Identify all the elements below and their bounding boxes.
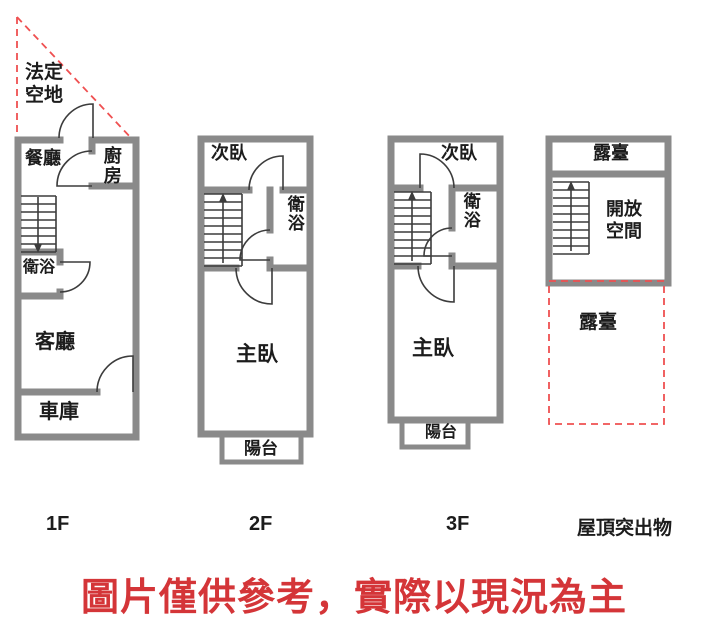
- room-label-balcony-2f: 陽台: [244, 439, 278, 458]
- room-label-second-bedroom-3f: 次臥: [441, 143, 477, 163]
- room-label-rear-terrace-roof: 露臺: [579, 312, 618, 333]
- room-label-open-space-roof: 開放空間: [606, 199, 642, 241]
- entrance-door-icon: [58, 103, 94, 139]
- room-label-garage-1f: 車庫: [39, 401, 79, 423]
- wall-balcony-3f: [399, 417, 471, 450]
- wall-outline-2f: [197, 135, 314, 438]
- master-door-icon-3f: [417, 265, 455, 303]
- plan-roof: [545, 135, 672, 425]
- room-label-master-bedroom-2f: 主臥: [236, 343, 278, 366]
- room-label-master-bedroom-3f: 主臥: [412, 337, 454, 360]
- disclaimer-text: 圖片僅供參考，實際以現況為主: [80, 577, 627, 619]
- floor-tag-3f: 3F: [446, 513, 470, 535]
- kitchen-door-icon: [56, 150, 93, 187]
- room-label-bath-1f: 衛浴: [23, 259, 56, 276]
- stairs-arrowhead-roof: [567, 181, 575, 190]
- stairs-arrowhead-3f: [408, 191, 416, 200]
- stairs-3f: [394, 191, 432, 265]
- legal-open-space-boundary: [16, 16, 134, 141]
- wall-outline-roof: [545, 135, 672, 287]
- wall-outline-1f: [14, 136, 140, 441]
- wall-outline-3f: [387, 135, 504, 424]
- room-label-living-1f: 客廳: [35, 331, 75, 353]
- bath-door-icon-2f: [239, 229, 271, 261]
- floor-tag-1f: 1F: [46, 513, 70, 535]
- plan-3f: [387, 135, 504, 450]
- wall-kitchen-1f: [88, 136, 140, 190]
- floor-tag-2f: 2F: [249, 513, 273, 535]
- stairs-1f: [21, 195, 57, 253]
- bedroom-door-icon-2f: [248, 155, 284, 191]
- bath-door-icon-1f: [59, 261, 91, 293]
- room-label-kitchen-1f: 廚房: [101, 146, 122, 186]
- room-label-bath-3f: 衛浴: [460, 192, 480, 230]
- floor-tag-roof: 屋頂突出物: [577, 518, 673, 539]
- room-label-bath-2f: 衛浴: [284, 195, 304, 233]
- stairs-roof: [553, 181, 590, 255]
- stairs-2f: [204, 193, 243, 267]
- room-label-front-terrace-roof: 露臺: [593, 143, 629, 163]
- room-label-legal-space: 法定空地: [24, 62, 63, 106]
- room-label-balcony-3f: 陽台: [425, 424, 458, 441]
- plan-1f: [14, 16, 140, 441]
- wall-balcony-2f: [219, 431, 304, 465]
- stairs-arrowhead-2f: [219, 193, 227, 202]
- room-label-dining-1f: 餐廳: [25, 148, 61, 168]
- rear-terrace-dashed-boundary: [548, 280, 665, 425]
- living-door-icon: [96, 355, 134, 393]
- master-door-icon-2f: [235, 267, 273, 305]
- plan-2f: [197, 135, 314, 465]
- stairs-arrowhead-1f: [34, 244, 42, 253]
- room-label-second-bedroom-2f: 次臥: [211, 143, 247, 163]
- bedroom-door-icon-3f: [419, 153, 455, 189]
